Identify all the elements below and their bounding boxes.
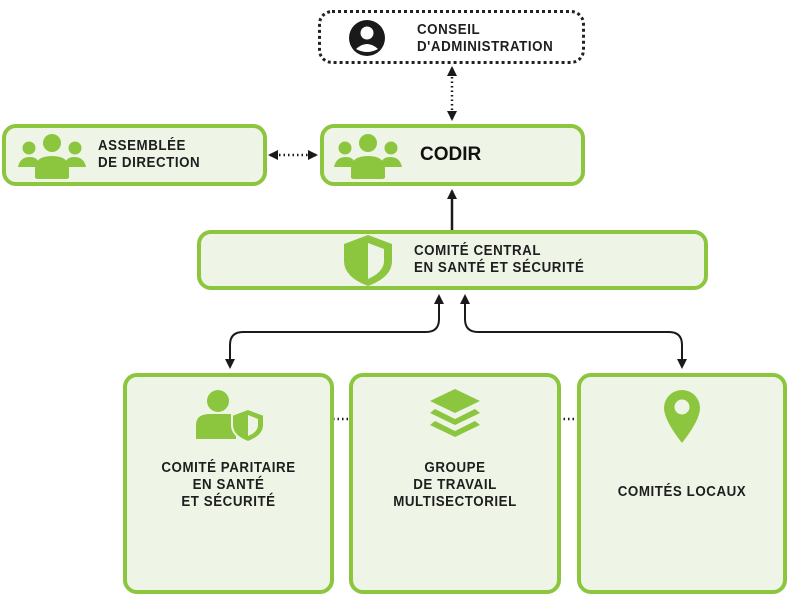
user-shield-icon <box>196 390 265 443</box>
node-groupe-travail-label: GROUPE DE TRAVAIL MULTISECTORIEL <box>357 460 552 511</box>
node-comite-central-label: COMITÉ CENTRAL EN SANTÉ ET SÉCURITÉ <box>414 243 584 277</box>
connector-locaux-central <box>460 294 687 369</box>
label-line: EN SANTÉ ET SÉCURITÉ <box>414 260 585 276</box>
label-line: D'ADMINISTRATION <box>417 39 554 55</box>
label-line: COMITÉ PARITAIRE <box>161 460 296 476</box>
label-line: MULTISECTORIEL <box>393 494 517 510</box>
connector-paritaire-central <box>225 294 444 369</box>
label-line: CONSEIL <box>417 22 481 38</box>
node-comite-central <box>197 230 708 290</box>
group-icon <box>334 134 402 179</box>
node-codir-label: CODIR <box>420 144 482 165</box>
label-line: EN SANTÉ <box>192 477 265 493</box>
user-circle-icon <box>349 20 385 56</box>
node-comite-paritaire <box>123 373 334 594</box>
shield-icon <box>344 235 392 286</box>
label-line: DE DIRECTION <box>98 155 201 171</box>
label-line: COMITÉ CENTRAL <box>414 243 542 259</box>
group-icon <box>18 134 86 179</box>
node-conseil-label: CONSEIL D'ADMINISTRATION <box>417 22 553 56</box>
label-line: ET SÉCURITÉ <box>181 494 276 510</box>
label-line: ASSEMBLÉE <box>98 138 186 154</box>
map-pin-icon <box>664 390 700 443</box>
node-comite-paritaire-label: COMITÉ PARITAIRE EN SANTÉ ET SÉCURITÉ <box>131 460 325 511</box>
label-line: DE TRAVAIL <box>413 477 497 493</box>
layers-icon <box>430 389 480 437</box>
node-comites-locaux-label: COMITÉS LOCAUX <box>617 484 747 500</box>
label-line: GROUPE <box>424 460 486 476</box>
node-assemblee-label: ASSEMBLÉE DE DIRECTION <box>98 138 200 172</box>
